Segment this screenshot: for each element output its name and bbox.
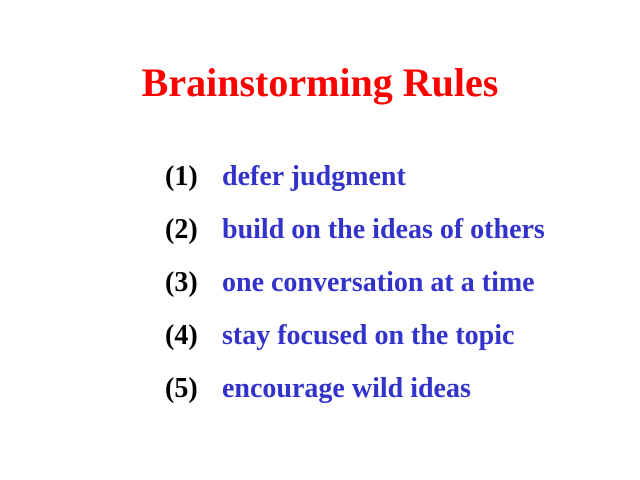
rule-number: (5)	[165, 373, 198, 404]
rule-text: stay focused on the topic	[222, 320, 515, 351]
rules-list: (1) defer judgment (2) build on the idea…	[165, 150, 545, 415]
rule-item: (3) one conversation at a time	[165, 256, 545, 309]
rule-number: (3)	[165, 267, 198, 298]
rule-text: defer judgment	[222, 161, 406, 192]
rule-number: (2)	[165, 214, 198, 245]
rule-text: build on the ideas of others	[222, 214, 545, 245]
rule-item: (5) encourage wild ideas	[165, 362, 545, 415]
rule-item: (2) build on the ideas of others	[165, 203, 545, 256]
slide-title: Brainstorming Rules	[141, 60, 499, 105]
rule-number: (4)	[165, 320, 198, 351]
rule-number: (1)	[165, 161, 198, 192]
rule-text: encourage wild ideas	[222, 373, 471, 404]
rule-text: one conversation at a time	[222, 267, 535, 298]
rule-item: (1) defer judgment	[165, 150, 545, 203]
rule-item: (4) stay focused on the topic	[165, 309, 545, 362]
